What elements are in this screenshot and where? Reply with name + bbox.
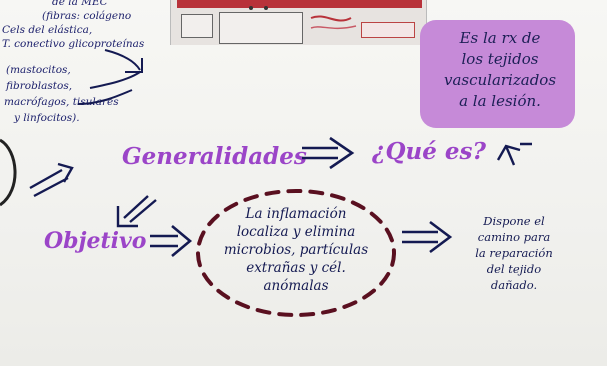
objective-line: La inflamación — [245, 206, 347, 222]
objective-line: microbios, partículas — [223, 242, 369, 258]
objective-line: extrañas y cél. — [246, 260, 346, 276]
double-arrow-right-icon — [302, 136, 355, 170]
note-line: macrófagos, tisulares — [4, 96, 119, 108]
note-line: Cels del elástica, — [2, 24, 93, 36]
arrow-up-icon — [496, 142, 532, 166]
circle-fragment-icon — [0, 138, 17, 207]
definition-highlight — [420, 20, 575, 128]
repair-line: camino para — [477, 230, 551, 244]
note-line: fibroblastos, — [6, 80, 73, 92]
repair-line: Dispone el — [483, 214, 545, 228]
que-es-heading: ¿Qué es? — [372, 138, 486, 165]
curved-arrow-icon — [104, 49, 141, 71]
note-line: (mastocitos, — [6, 64, 71, 76]
note-line: (fibras: colágeno — [42, 10, 132, 22]
curved-arrow-icon — [77, 89, 133, 105]
objective-line: localiza y elimina — [236, 224, 356, 240]
definition-line: a la lesión. — [459, 92, 541, 110]
objective-line: anómalas — [263, 278, 329, 294]
repair-line: dañado. — [490, 278, 538, 292]
generalidades-heading: Generalidades — [122, 143, 307, 170]
double-arrow-right-icon — [150, 225, 193, 257]
objetivo-heading: Objetivo — [44, 228, 147, 254]
dashed-circle-outline — [196, 189, 396, 317]
definition-line: vascularizados — [443, 71, 557, 89]
definition-line: Es la rx de — [459, 29, 541, 47]
curved-arrow-icon — [89, 71, 141, 89]
double-arrow-icon — [29, 162, 74, 198]
double-arrow-right-icon — [402, 220, 453, 254]
inflammation-objective-text: La inflamación localiza y elimina microb… — [208, 205, 384, 295]
double-arrow-down-icon — [116, 195, 157, 228]
definition-text: Es la rx de los tejidos vascularizados a… — [425, 28, 575, 112]
cells-list-notes: de la MEC (fibras: colágeno Cels del elá… — [2, 0, 152, 140]
definition-line: los tejidos — [461, 50, 539, 68]
repair-line: la reparación — [475, 246, 553, 260]
repair-note-text: Dispone el camino para la reparación del… — [448, 213, 580, 293]
note-line: y linfocitos). — [14, 112, 80, 124]
diagram-image-fragment — [170, 0, 427, 45]
arrowhead-icon — [125, 58, 143, 73]
note-line: T. conectivo glicoproteínas — [2, 38, 145, 50]
repair-line: del tejido — [486, 262, 542, 276]
note-line: de la MEC — [52, 0, 108, 8]
